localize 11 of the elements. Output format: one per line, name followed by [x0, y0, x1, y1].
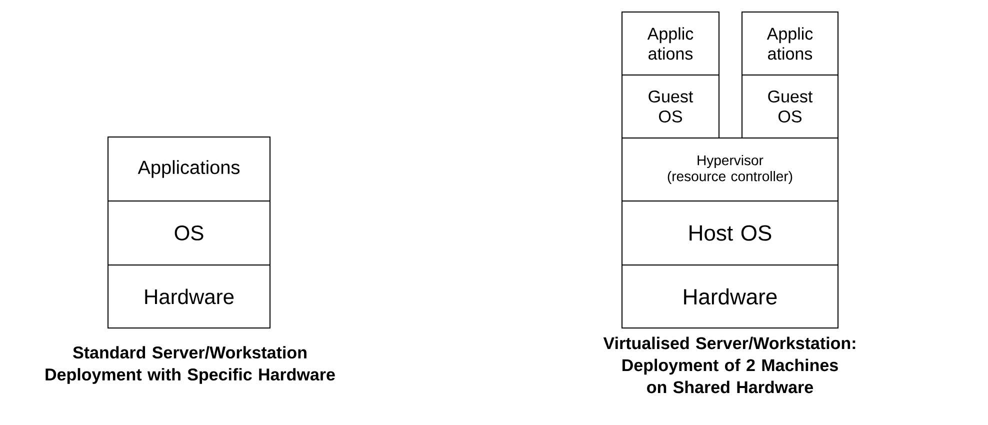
layer-box: Hypervisor (resource controller): [622, 138, 838, 202]
layer-box: OS: [108, 200, 270, 266]
layer-box: Applications: [108, 136, 270, 202]
caption: Standard Server/Workstation Deployment with Specific Hardware: [46, 346, 335, 384]
layer-box: Guest OS: [622, 74, 720, 138]
layer-box: Applic ations: [742, 12, 838, 76]
layer-box: Hardware: [622, 264, 838, 328]
layer-box: Guest OS: [742, 74, 838, 138]
layer-box: Hardware: [108, 264, 270, 328]
layer-box: Applic ations: [622, 12, 720, 76]
layer-box: Host OS: [622, 200, 838, 266]
